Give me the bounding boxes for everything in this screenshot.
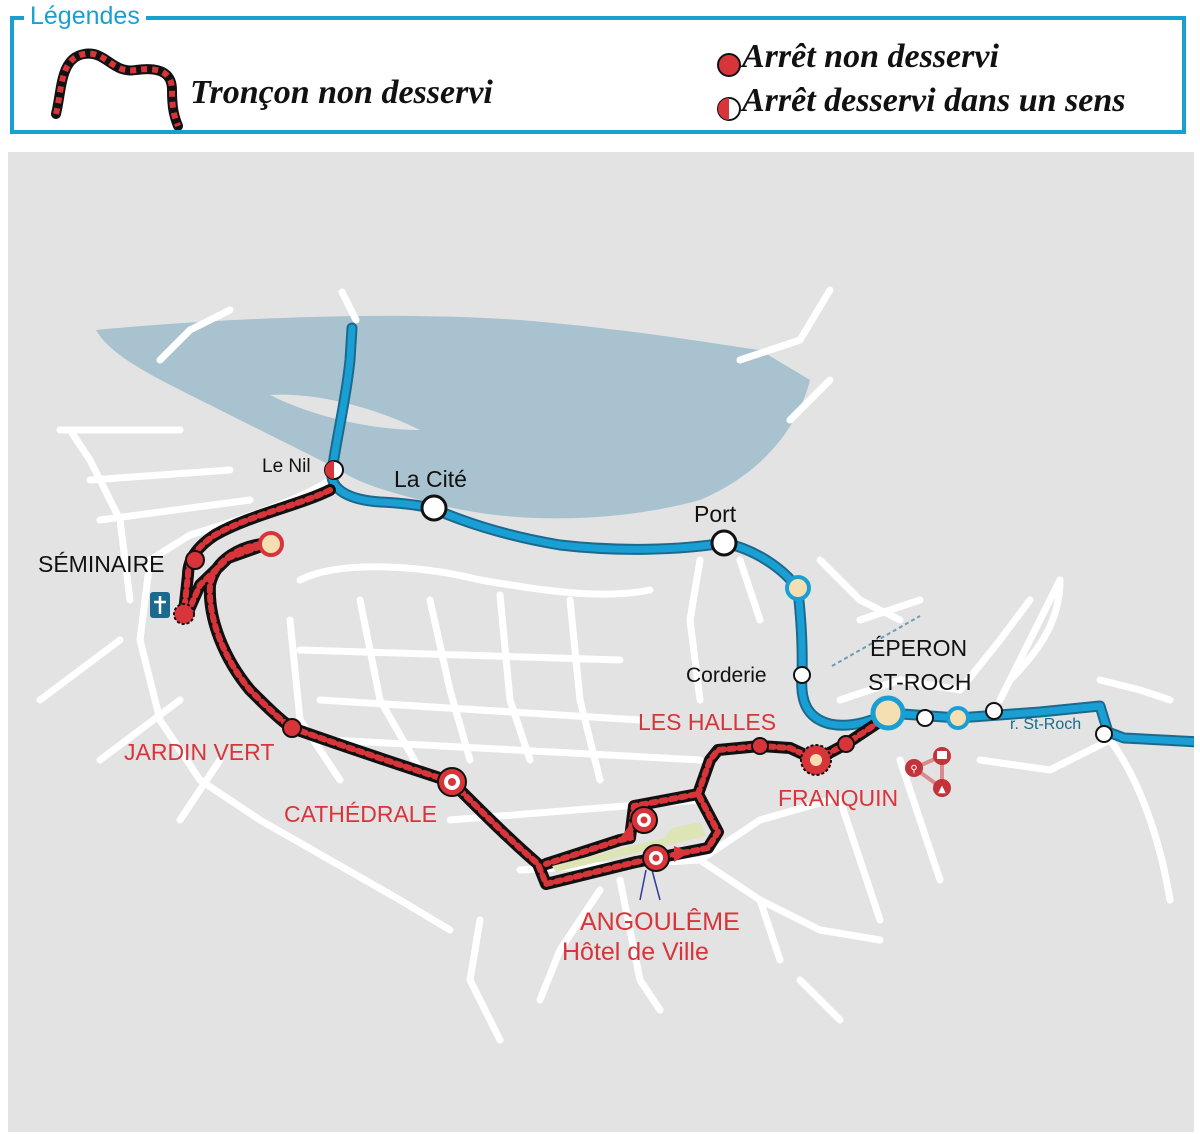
label-hotel-de-ville: Hôtel de Ville (562, 938, 709, 966)
stop-seminaire-1[interactable] (185, 550, 205, 570)
label-la-cite: La Cité (394, 466, 467, 492)
hotel-de-ville-pointer (639, 869, 661, 901)
river-charente (96, 315, 810, 519)
stop-unnamed-3[interactable] (946, 706, 970, 730)
stop-unnamed-4[interactable] (1095, 725, 1113, 743)
legend-box (10, 16, 1186, 134)
stop-unnamed-1[interactable] (785, 575, 811, 601)
legend-section-label: Tronçon non desservi (190, 74, 493, 111)
stop-seminaire-terminus[interactable] (173, 603, 195, 625)
legend-title: Légendes (24, 2, 146, 31)
rail-line (831, 615, 921, 667)
legend-stop-label: Arrêt non desservi (742, 38, 999, 75)
stop-franquin-east[interactable] (837, 735, 855, 753)
parking-icon (933, 779, 951, 797)
unserved-stops (173, 460, 855, 872)
stop-le-nil[interactable] (324, 460, 344, 480)
stop-rue-st-roch[interactable] (985, 702, 1003, 720)
legend-section-swatch (51, 48, 183, 130)
legend-stop-swatch (717, 53, 741, 77)
church-icon (150, 592, 170, 618)
stop-jardin-vert[interactable] (282, 718, 302, 738)
legend-oneway-swatch (717, 97, 741, 121)
stop-eperon-st-roch[interactable] (870, 695, 906, 731)
label-eperon-1: ÉPERON (870, 635, 967, 661)
label-corderie: Corderie (686, 664, 767, 687)
label-seminaire: SÉMINAIRE (38, 551, 165, 577)
svg-text:⚲: ⚲ (910, 764, 917, 775)
served-stops (420, 494, 1113, 743)
label-port: Port (694, 501, 737, 527)
label-le-nil: Le Nil (262, 456, 311, 477)
stop-seminaire-2[interactable] (258, 531, 284, 557)
stop-la-cite[interactable] (420, 494, 448, 522)
stop-hotel-de-ville-1[interactable] (620, 806, 658, 840)
svg-text:▲: ▲ (938, 784, 946, 795)
stop-port[interactable] (710, 529, 738, 557)
map-background (8, 152, 1194, 1132)
map-labels: Le Nil La Cité Port Corderie ÉPERON ST-R… (38, 456, 1081, 966)
label-rue-st-roch: r. St-Roch (1010, 716, 1081, 733)
hotel-de-ville-square (552, 822, 706, 872)
legend-oneway-label: Arrêt desservi dans un sens (742, 82, 1126, 119)
stop-cathedrale[interactable] (437, 767, 467, 797)
stop-unnamed-2[interactable] (916, 709, 934, 727)
label-eperon-2: ST-ROCH (868, 669, 972, 695)
label-angouleme: ANGOULÊME (580, 907, 740, 936)
street-network (36, 286, 1174, 1044)
label-les-halles: LES HALLES (638, 709, 776, 735)
stop-corderie[interactable] (793, 666, 811, 684)
label-cathedrale: CATHÉDRALE (284, 801, 437, 827)
stop-hotel-de-ville-2[interactable] (642, 844, 690, 872)
multimodal-hub: ⚲ ▲ (905, 747, 951, 797)
served-route (326, 322, 1194, 748)
label-franquin: FRANQUIN (778, 785, 898, 811)
stop-les-halles[interactable] (751, 737, 769, 755)
label-jardin-vert: JARDIN VERT (124, 739, 274, 765)
stop-franquin[interactable] (800, 744, 832, 776)
bike-icon (905, 759, 923, 777)
